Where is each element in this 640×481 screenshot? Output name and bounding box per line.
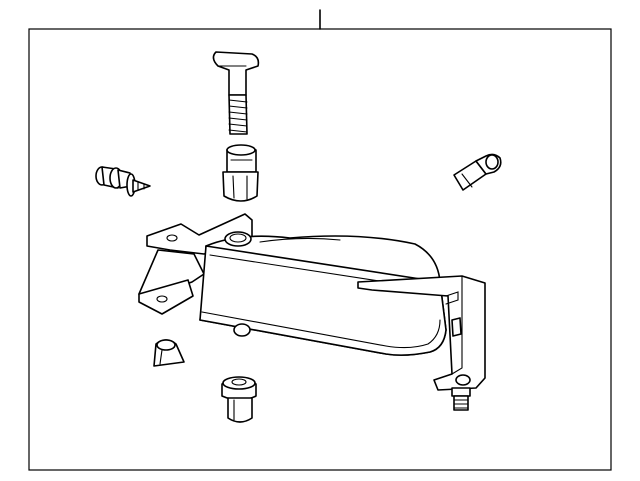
rubber-stop-icon <box>153 339 185 367</box>
adjuster-screw-icon <box>451 387 471 411</box>
t-head-bolt-icon <box>212 51 260 135</box>
bushing-upper-icon <box>222 144 259 202</box>
diagram-frame <box>28 28 612 471</box>
bushing-lower-icon <box>221 376 257 423</box>
side-bracket-icon <box>357 275 486 391</box>
wedge-bulb-icon <box>453 153 502 191</box>
fog-lamp-housing-icon <box>199 231 447 356</box>
push-rivet-icon <box>95 166 151 197</box>
